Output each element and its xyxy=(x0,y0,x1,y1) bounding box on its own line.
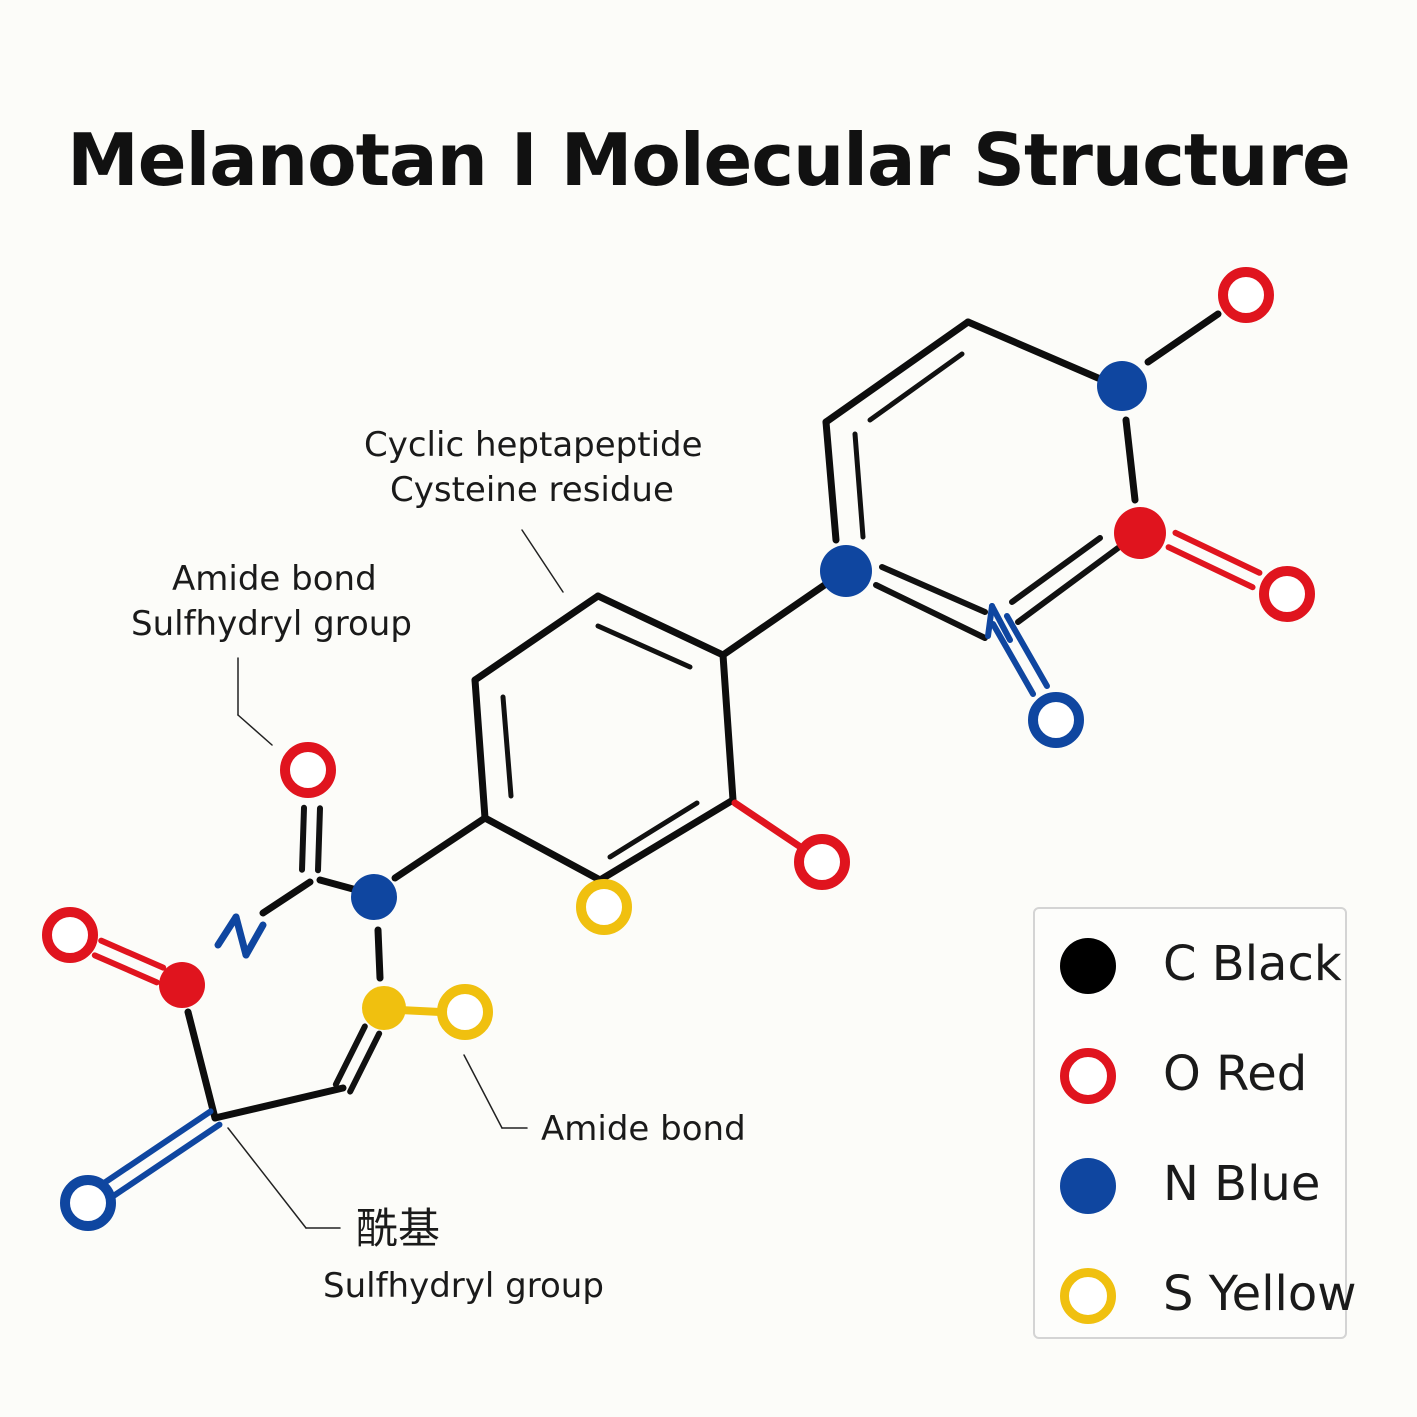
annotation-cysteine-residue: Cysteine residue xyxy=(390,470,674,510)
inner-bond-line xyxy=(500,694,514,799)
oxygen-atom xyxy=(1114,507,1166,559)
oxygen-atom xyxy=(280,742,336,798)
n-glyph-stroke xyxy=(989,603,1013,643)
bond-line xyxy=(719,580,830,659)
oxygen-atom xyxy=(42,907,98,963)
nitrogen-swatch-icon xyxy=(1060,1158,1116,1214)
bond-line xyxy=(471,676,489,822)
nitrogen-atom xyxy=(1097,361,1147,411)
sulfur-bond-line xyxy=(396,1006,444,1016)
inner-bond-line xyxy=(607,800,700,860)
oxygen-atom xyxy=(1259,566,1315,622)
nitrogen-atom xyxy=(351,874,397,920)
nitrogen-atom xyxy=(1028,692,1084,748)
bond-line xyxy=(594,592,727,659)
double-bond-line xyxy=(1172,529,1263,576)
bond-lines xyxy=(91,310,1263,1200)
legend-item-oxygen: O Red xyxy=(1035,1036,1345,1116)
bond-line xyxy=(481,814,604,884)
bond-line xyxy=(1144,310,1222,366)
legend-label-nitrogen: N Blue xyxy=(1163,1156,1321,1212)
bond-line xyxy=(391,814,489,882)
bond-line xyxy=(964,318,1102,382)
double-bond-line xyxy=(91,952,160,986)
double-bond-line xyxy=(314,805,323,874)
double-bond-line xyxy=(98,937,167,971)
annotation-acyl: 酰基 xyxy=(356,1204,441,1253)
element-legend: C Black O Red N Blue S Yellow xyxy=(1033,907,1357,1339)
double-bond-line xyxy=(1165,544,1256,591)
oxygen-atom xyxy=(1218,267,1274,323)
bond-line xyxy=(719,651,737,804)
annotation-leader-lines xyxy=(227,529,564,1229)
annotation-amide-bond-right: Amide bond xyxy=(541,1109,746,1149)
sulfur-swatch-icon xyxy=(1060,1268,1116,1324)
sulfur-atom xyxy=(576,879,632,935)
n-glyph-stroke xyxy=(214,913,240,949)
oxygen-atom xyxy=(159,962,205,1008)
double-bond-line xyxy=(332,1023,368,1088)
nitrogen-atom xyxy=(60,1175,116,1231)
atom-markers xyxy=(42,267,1315,1231)
carbonyl-bond-line xyxy=(731,799,806,852)
inner-bond-line xyxy=(873,582,988,641)
bond-line xyxy=(1122,416,1139,504)
double-bond-line xyxy=(347,1030,383,1095)
legend-label-oxygen: O Red xyxy=(1163,1046,1308,1102)
diagram-title: Melanotan I Molecular Structure xyxy=(67,118,1351,202)
leader-line xyxy=(237,714,273,746)
bond-line xyxy=(596,796,737,884)
n-glyph-stroke xyxy=(232,913,250,959)
bond-line xyxy=(471,592,602,684)
inner-bond-line xyxy=(879,564,988,615)
double-bond-line xyxy=(109,1121,223,1200)
carbon-swatch-icon xyxy=(1060,938,1116,994)
annotation-sulfhydryl-left: Sulfhydryl group xyxy=(131,604,412,644)
bond-line xyxy=(184,1008,219,1122)
leader-line xyxy=(463,1054,503,1129)
double-bond-line xyxy=(299,804,308,873)
inner-bond-line xyxy=(852,431,866,540)
oxygen-swatch-icon xyxy=(1060,1048,1116,1104)
nitrogen-atom xyxy=(820,545,872,597)
legend-item-carbon: C Black xyxy=(1035,926,1345,1006)
annotation-amide-bond-left: Amide bond xyxy=(172,559,377,599)
bond-line xyxy=(374,926,384,982)
inner-bond-line xyxy=(1015,545,1121,625)
annotation-cyclic-heptapeptide: Cyclic heptapeptide xyxy=(364,425,703,465)
sulfur-atom xyxy=(362,986,406,1030)
legend-label-sulfur: S Yellow xyxy=(1163,1266,1357,1322)
bond-line xyxy=(822,318,972,426)
sulfur-atom xyxy=(437,984,493,1040)
inner-bond-line xyxy=(867,351,965,423)
n-glyph-stroke xyxy=(242,921,267,959)
double-bond-line xyxy=(990,620,1037,697)
bond-line xyxy=(822,418,840,544)
legend-item-sulfur: S Yellow xyxy=(1035,1256,1357,1336)
leader-line xyxy=(227,1127,307,1229)
legend-label-carbon: C Black xyxy=(1163,936,1342,992)
bond-line xyxy=(211,1084,347,1122)
annotation-sulfhydryl-bottom: Sulfhydryl group xyxy=(323,1266,604,1306)
double-bond-line xyxy=(1003,613,1050,690)
bond-line xyxy=(259,878,314,917)
double-bond-line xyxy=(100,1108,214,1187)
inner-bond-line xyxy=(1009,535,1103,605)
oxygen-atom xyxy=(794,834,850,890)
legend-item-nitrogen: N Blue xyxy=(1035,1146,1345,1226)
inner-bond-line xyxy=(595,623,693,670)
leader-line xyxy=(521,529,564,593)
